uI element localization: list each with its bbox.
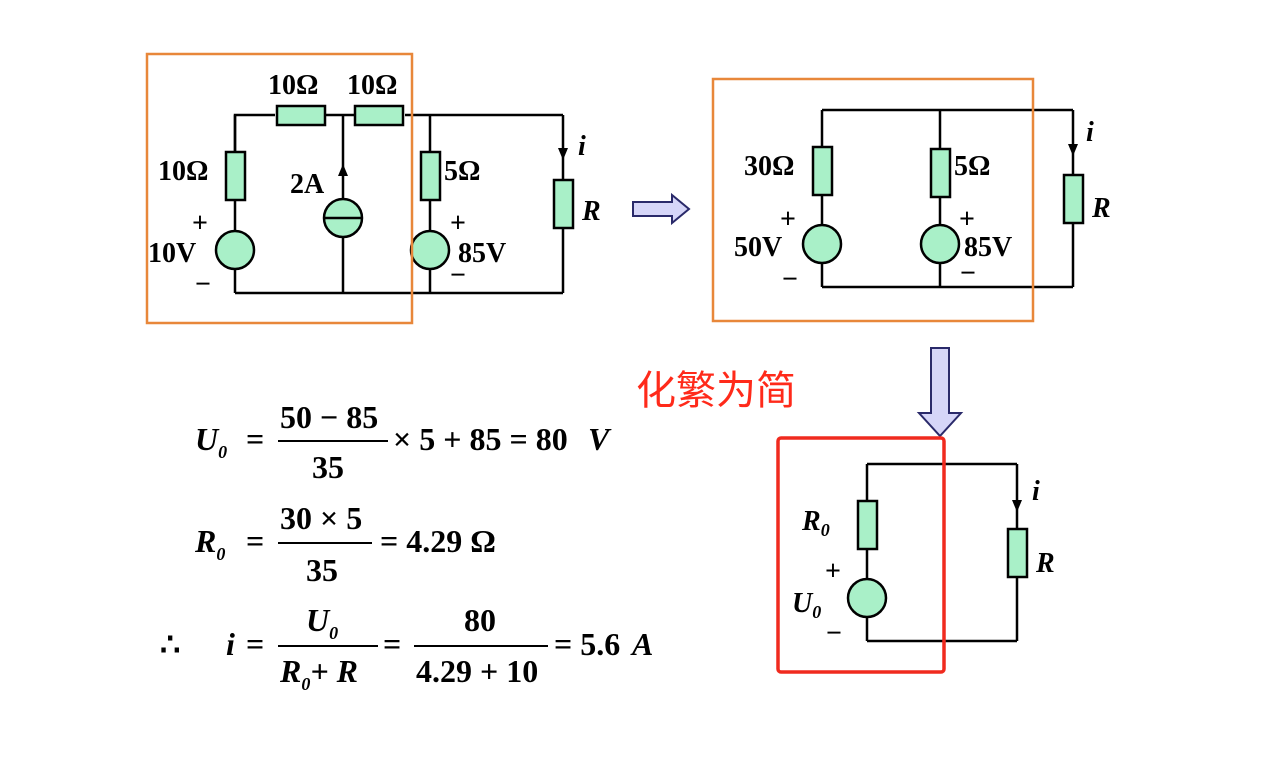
c2-voltage-source-mid — [919, 223, 961, 265]
eq-r0-lhs: R0 — [194, 523, 225, 564]
circuit-2-labels: 30Ω + 50V − 5Ω + 85V − i R — [734, 117, 1111, 295]
eq-r0-numerator: 30 × 5 — [280, 500, 362, 536]
c3-voltage-source — [846, 577, 888, 619]
equation-i: ∴ i = U0 R0+ R = 80 4.29 + 10 = 5.6 A — [160, 602, 653, 694]
circuit-3 — [846, 462, 1029, 643]
c1-plus-mid: + — [450, 208, 466, 239]
eq-i-equals-2: = — [383, 626, 401, 662]
c1-r-left-label: 10Ω — [158, 156, 208, 187]
eq-u0-equals: = — [246, 421, 264, 457]
circuit-3-labels: R0 + U0 − i R — [792, 476, 1055, 649]
c1-resistor-load — [552, 178, 575, 230]
arrow-right-icon — [632, 192, 691, 226]
eq-i-numerator-2: 80 — [464, 602, 496, 638]
c2-resistor-mid — [929, 147, 952, 199]
arrow-down-icon — [916, 347, 964, 438]
c2-source-mid-label: 85V — [964, 232, 1012, 263]
c1-resistor-top-right — [353, 104, 405, 127]
circuit-2 — [801, 108, 1085, 289]
c1-highlight-frame — [145, 52, 414, 325]
c1-source-left-label: 10V — [148, 238, 196, 269]
c1-voltage-source-mid — [409, 229, 451, 271]
c1-r-top-left-label: 10Ω — [268, 70, 318, 101]
c1-current-label: i — [578, 131, 586, 162]
c1-current-arrow-icon — [558, 148, 568, 160]
c2-voltage-source-left — [801, 223, 843, 265]
c2-r-mid-label: 5Ω — [954, 151, 990, 182]
c2-current-label: i — [1086, 117, 1094, 148]
c1-current-source-label: 2A — [290, 169, 325, 200]
c1-current-source-arrow-icon — [338, 164, 348, 176]
c3-current-arrow-icon — [1012, 500, 1022, 512]
eq-i-lhs: i — [226, 626, 235, 662]
c1-r-top-right-label: 10Ω — [347, 70, 397, 101]
eq-u0-rest: × 5 + 85 = 80 — [393, 421, 568, 457]
c2-load-label: R — [1091, 193, 1111, 224]
c3-resistor-r0 — [856, 499, 879, 551]
c2-minus-mid: − — [960, 258, 976, 289]
c2-source-left-label: 50V — [734, 232, 782, 263]
eq-u0-numerator: 50 − 85 — [280, 399, 378, 435]
c2-highlight-frame — [711, 77, 1035, 323]
c1-resistor-top-left — [275, 104, 327, 127]
c1-r-mid-label: 5Ω — [444, 156, 480, 187]
eq-i-equals: = — [246, 626, 264, 662]
eq-u0-unit: V — [588, 421, 612, 457]
eq-r0-rest: = 4.29 Ω — [380, 523, 496, 559]
c3-highlight-frame — [776, 436, 946, 674]
c1-voltage-source-left — [214, 229, 256, 271]
c1-minus-left: − — [195, 269, 211, 300]
eq-r0-denominator: 35 — [306, 552, 338, 588]
c2-resistor-left — [811, 145, 834, 197]
c3-u0-label: U0 — [792, 588, 821, 622]
c3-resistor-load — [1006, 527, 1029, 579]
c2-current-arrow-icon — [1068, 144, 1078, 156]
c3-r0-label: R0 — [801, 506, 830, 540]
c3-current-label: i — [1032, 476, 1040, 507]
c1-resistor-mid — [419, 150, 442, 202]
eq-r0-equals: = — [246, 523, 264, 559]
circuit-1 — [214, 104, 575, 295]
c3-load-label: R — [1035, 548, 1055, 579]
c2-plus-mid: + — [959, 204, 975, 235]
c1-resistor-left — [224, 150, 247, 202]
eq-i-therefore: ∴ — [160, 626, 180, 662]
eq-i-numerator-1: U0 — [306, 602, 338, 643]
eq-i-denominator-2: 4.29 + 10 — [416, 653, 538, 689]
equation-r0: R0 = 30 × 5 35 = 4.29 Ω — [194, 500, 496, 588]
c3-minus: − — [826, 618, 842, 649]
c1-minus-mid: − — [450, 260, 466, 291]
eq-i-denominator-1: R0+ R — [279, 653, 358, 694]
c1-plus-left: + — [192, 208, 208, 239]
equation-u0: U0 = 50 − 85 35 × 5 + 85 = 80 V — [195, 399, 612, 485]
eq-u0-denominator: 35 — [312, 449, 344, 485]
eq-i-unit: A — [630, 626, 653, 662]
c1-load-label: R — [581, 196, 601, 227]
circuit-1-labels: 10Ω 10Ω 10Ω + 10V − 2A 5Ω + 85V − i R — [148, 70, 601, 300]
c2-minus-left: − — [782, 264, 798, 295]
caption-simplify: 化繁为简 — [636, 368, 796, 414]
c1-source-mid-label: 85V — [458, 238, 506, 269]
eq-u0-lhs: U0 — [195, 421, 227, 462]
eq-i-rest: = 5.6 — [554, 626, 620, 662]
c2-plus-left: + — [780, 204, 796, 235]
c3-plus: + — [825, 556, 841, 587]
c2-r-left-label: 30Ω — [744, 151, 794, 182]
c2-resistor-load — [1062, 173, 1085, 225]
